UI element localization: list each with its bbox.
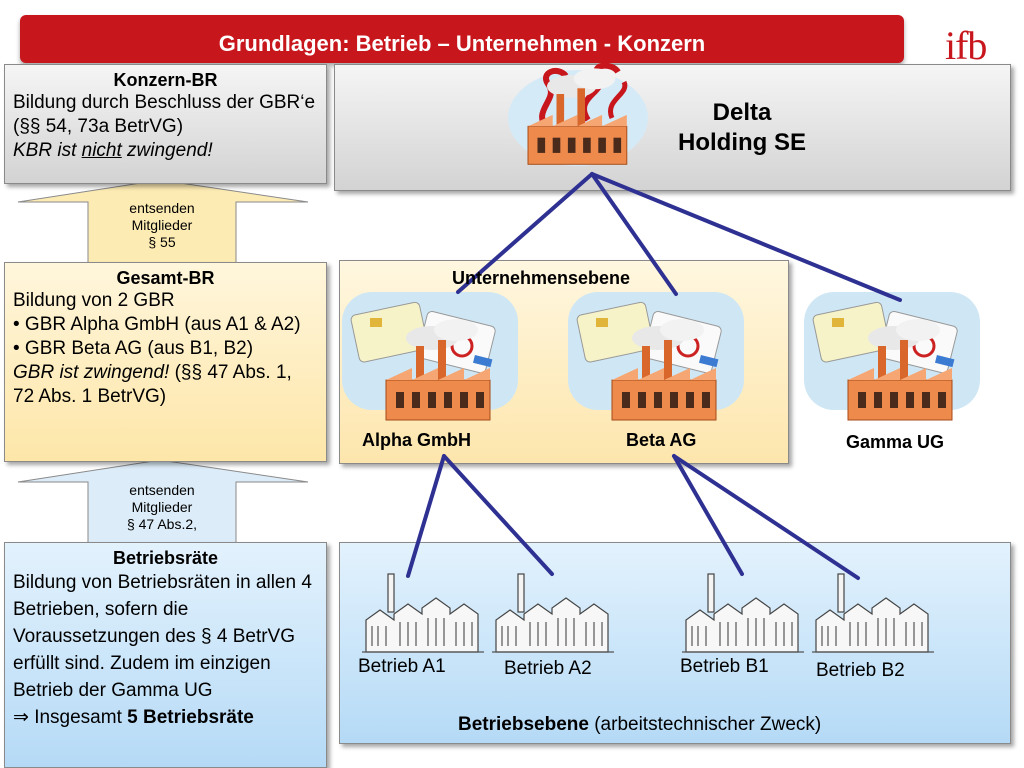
holding-label-line1: Delta <box>712 99 772 126</box>
holding-box <box>334 64 1011 191</box>
company-level-label: Unternehmensebene <box>452 268 631 288</box>
arrow-up-kbr <box>17 179 309 271</box>
arrow-up-gbr <box>17 459 309 553</box>
line-alpha-a1 <box>406 454 446 578</box>
connector-lines <box>406 172 902 580</box>
gbr-note-tail: (§§ 47 Abs. 1, 72 Abs. 1 BetrVG) <box>13 362 292 407</box>
gbr-note-italic: GBR ist zwingend! <box>13 362 170 383</box>
holding-label-line2: Holding SE <box>678 129 806 156</box>
plant-b2-label: Betrieb B2 <box>816 660 905 681</box>
holding-label: Delta Holding SE <box>652 98 832 158</box>
implies-symbol: ⇒ <box>13 707 29 728</box>
plant-level-label: Betriebsebene (arbeitstechnischer Zweck) <box>458 714 821 736</box>
kbr-note-post: zwingend! <box>121 140 213 161</box>
br-summary-pre: Insgesamt <box>28 707 128 728</box>
line-alpha-a2 <box>442 454 554 576</box>
plant-b1-label: Betrieb B1 <box>680 656 769 677</box>
arrow2-line2: Mitglieder <box>131 499 193 515</box>
gbr-note: GBR ist zwingend! (§§ 47 Abs. 1, 72 Abs.… <box>13 361 318 409</box>
br-heading: Betriebsräte <box>112 548 219 568</box>
line-holding-beta <box>590 172 678 296</box>
plant-a1-illustration <box>361 573 485 653</box>
beta-illustration <box>566 290 746 421</box>
plant-a2-label: Betrieb A2 <box>504 658 592 679</box>
kbr-text: Bildung durch Beschluss der GBR‘e (§§ 54… <box>13 92 316 137</box>
alpha-illustration <box>340 290 520 421</box>
arrow1-line3: § 55 <box>148 234 176 250</box>
kbr-note: KBR ist nicht zwingend! <box>13 139 318 163</box>
arrow2-label: entsenden Mitglieder § 47 Abs.2, <box>90 482 234 533</box>
br-body: Bildung von Betriebsräten in allen 4 Bet… <box>13 572 312 701</box>
page-title: Grundlagen: Betrieb – Unternehmen - Konz… <box>218 31 706 56</box>
plant-level-rest: (arbeitstechnischer Zweck) <box>588 714 822 735</box>
line-beta-b1 <box>672 454 744 576</box>
gbr-line1: Bildung von 2 GBR <box>13 290 175 311</box>
line-beta-b2 <box>672 454 860 580</box>
beta-label: Beta AG <box>626 430 697 450</box>
gamma-illustration <box>802 290 982 421</box>
line-holding-gamma <box>590 172 902 302</box>
kbr-heading: Konzern-BR <box>113 70 218 90</box>
kbr-note-pre: KBR ist <box>13 140 82 161</box>
arrow1-line2: Mitglieder <box>131 217 193 233</box>
plant-b1-illustration <box>681 573 805 653</box>
arrow1-label: entsenden Mitglieder § 55 <box>90 200 234 251</box>
gbr-box: Gesamt-BR Bildung von 2 GBR • GBR Alpha … <box>4 262 327 462</box>
kbr-note-underlined: nicht <box>81 140 122 161</box>
title-bar: Grundlagen: Betrieb – Unternehmen - Konz… <box>20 15 904 63</box>
plant-b2-illustration <box>811 573 935 653</box>
holding-factory-illustration <box>508 62 648 166</box>
line-holding-alpha <box>456 172 594 294</box>
plant-a2-illustration <box>491 573 615 653</box>
plant-a1-label: Betrieb A1 <box>358 656 446 677</box>
arrow2-line1: entsenden <box>129 482 195 498</box>
arrow2-line3: § 47 Abs.2, <box>126 516 198 532</box>
ifb-logo: ifb <box>945 23 987 68</box>
plant-level-bold: Betriebsebene <box>458 714 589 735</box>
arrow1-line1: entsenden <box>129 200 195 216</box>
alpha-label: Alpha GmbH <box>362 430 472 450</box>
br-summary: ⇒ Insgesamt 5 Betriebsräte <box>13 704 318 731</box>
gbr-bullet1: • GBR Alpha GmbH (aus A1 & A2) <box>13 314 301 335</box>
gamma-label: Gamma UG <box>846 432 945 452</box>
kbr-box: Konzern-BR Bildung durch Beschluss der G… <box>4 64 327 184</box>
br-summary-bold: 5 Betriebsräte <box>127 707 254 728</box>
gbr-heading: Gesamt-BR <box>116 268 215 288</box>
gbr-bullet2: • GBR Beta AG (aus B1, B2) <box>13 338 254 359</box>
br-box: Betriebsräte Bildung von Betriebsräten i… <box>4 542 327 768</box>
